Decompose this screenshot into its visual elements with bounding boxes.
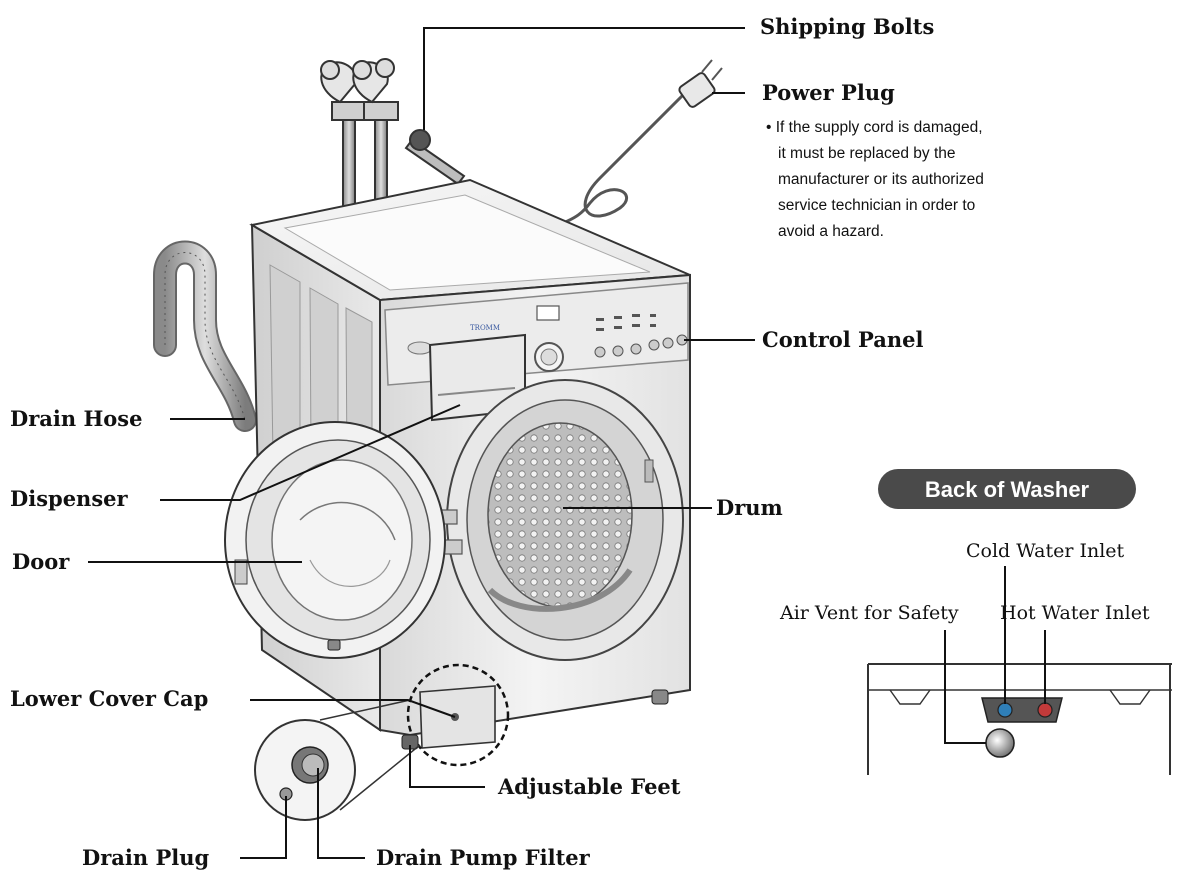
label-control-panel: Control Panel — [762, 327, 924, 352]
note-line-1: • If the supply cord is damaged, — [766, 119, 983, 136]
label-dispenser: Dispenser — [10, 486, 129, 511]
label-drain-hose: Drain Hose — [10, 406, 142, 431]
label-adjustable-feet: Adjustable Feet — [497, 774, 681, 799]
power-plug-cord — [548, 59, 723, 235]
label-hot-water-inlet: Hot Water Inlet — [1000, 602, 1150, 624]
door — [224, 421, 446, 659]
note-line-3: manufacturer or its authorized — [778, 171, 984, 188]
cold-inlet-marker — [997, 702, 1013, 718]
back-of-washer-title: Back of Washer — [925, 477, 1090, 502]
label-drum: Drum — [716, 495, 783, 520]
air-vent-marker — [985, 728, 1015, 758]
lower-cover-cap-highlight — [406, 663, 510, 767]
drain-pump-zoom — [254, 699, 421, 821]
washer-illustration: TROMM — [153, 58, 723, 821]
drum — [446, 379, 684, 661]
water-taps — [320, 58, 399, 221]
label-power-plug: Power Plug — [762, 80, 895, 105]
label-cold-water-inlet: Cold Water Inlet — [966, 540, 1125, 562]
note-line-4: service technician in order to — [778, 197, 975, 214]
label-drain-plug: Drain Plug — [82, 845, 209, 870]
power-plug-note: • If the supply cord is damaged, it must… — [766, 119, 984, 240]
note-line-5: avoid a hazard. — [778, 223, 884, 240]
note-line-2: it must be replaced by the — [778, 145, 956, 162]
leader-lines — [88, 27, 755, 859]
label-air-vent: Air Vent for Safety — [779, 602, 959, 624]
label-door: Door — [12, 549, 70, 574]
label-drain-pump-filter: Drain Pump Filter — [376, 845, 591, 870]
shipping-bolt — [404, 129, 466, 186]
back-of-washer-badge — [878, 469, 1136, 509]
drain-hose — [153, 240, 257, 432]
label-lower-cover-cap: Lower Cover Cap — [10, 686, 208, 711]
back-of-washer-inset: Back of Washer Cold Water Inlet Air Vent… — [779, 469, 1172, 775]
svg-text:TROMM: TROMM — [470, 324, 500, 332]
label-shipping-bolts: Shipping Bolts — [760, 14, 934, 39]
hot-inlet-marker — [1037, 702, 1053, 718]
